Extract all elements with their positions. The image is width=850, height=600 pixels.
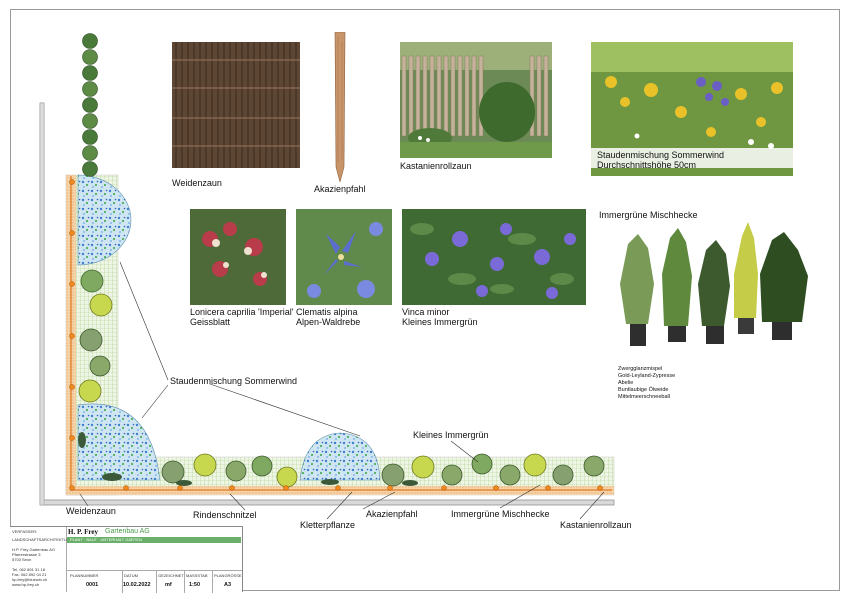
verfasser-value: LANDSCHAFTSARCHITEKTUR [12,537,70,542]
hedge-shrubs-vertical [78,269,113,403]
label-kastanienrollzaun: Kastanienrollzaun [560,520,632,530]
photo-vinca [402,209,586,305]
address-line: Tel. 062 891 31 18 [12,567,45,572]
address-line: Fax. 062 892 04 21 [12,572,47,577]
label-staudenmischung: Staudenmischung Sommerwind [170,376,298,386]
caption-hecke-title: Immergrüne Mischhecke [599,210,698,220]
caption-kastanienrollzaun: Kastanienrollzaun [400,161,472,171]
caption-clematis-line2: Alpen-Waldrebe [296,317,361,327]
address-line: www.hp-frey.ch [12,582,40,587]
caption-staudenmischung-line2: Durchschnittshöhe 50cm [597,160,697,170]
field-label-plannummer: PLANNUMMER [70,573,99,578]
label-weidenzaun: Weidenzaun [66,506,116,516]
title-block-fields: PLANNUMMER 0001 DATUM 10.02.2022 GEZEICH… [66,570,242,593]
company-bar [67,537,241,543]
photo-akazienpfahl [333,32,347,182]
field-label-datum: DATUM [124,573,138,578]
label-rindenschnitzel: Rindenschnitzel [193,510,257,520]
hecke-list-item: Zwergglanzmispel [618,366,663,372]
title-block-author-column [10,527,67,592]
hecke-list-item: Buntlaubige Ölweide [618,387,669,393]
address-line: H.P. Frey Gartenbau AG [12,547,56,552]
label-akazienpfahl: Akazienpfahl [366,509,418,519]
caption-lonicera-line1: Lonicera caprilia 'Imperial' [190,307,294,317]
perennial-bed-top [77,174,132,266]
address-line: Pfarrerstrasse 3 [12,552,41,557]
hecke-list-item: Abelie [618,380,634,386]
company-name: H. P. Frey [68,528,98,536]
caption-weidenzaun: Weidenzaun [172,178,222,188]
address-line: hp.frey@bluewin.ch [12,577,48,582]
hedge-shrubs-horizontal [161,453,605,488]
field-value-plangroesse: A3 [224,582,232,588]
caption-vinca-line2: Kleines Immergrün [402,317,478,327]
field-label-plangroesse: PLANGRÖSSE [214,573,242,578]
photo-lonicera [190,209,286,305]
label-kletterpflanze: Kletterpflanze [300,520,356,530]
field-label-massstab: MASSSTAB [186,573,208,578]
photo-kastanienrollzaun [400,42,552,158]
photo-clematis [296,209,392,305]
hecke-list-item: Mittelmeerschneeball [618,394,670,400]
climbing-plants [78,432,418,486]
title-block: VERFASSER: LANDSCHAFTSARCHITEKTUR H.P. F… [10,526,243,593]
label-immergruene-mischhecke: Immergrüne Mischhecke [451,509,550,519]
caption-akazienpfahl: Akazienpfahl [314,184,366,194]
address-line: 5703 Seon [12,557,32,562]
leader-lines [79,261,605,520]
verfasser-label: VERFASSER: [12,529,38,534]
caption-lonicera-line2: Geissblatt [190,317,231,327]
field-label-gezeichnet: GEZEICHNET [158,573,184,578]
photo-staudenmischung [591,42,793,176]
field-value-datum: 10.02.2022 [123,582,151,588]
company-subline: PLANT · BAUT · UNTERHÄLT GÄRTEN [70,537,142,542]
caption-staudenmischung-line1: Staudenmischung Sommerwind [597,150,725,160]
company-suffix: Gartenbau AG [105,528,150,535]
field-value-massstab: 1:50 [189,582,201,588]
field-value-plannummer: 0001 [86,582,99,588]
field-value-gezeichnet: mf [165,582,172,588]
perennial-bed-corner [77,403,161,481]
photo-hecke-plants [612,214,812,350]
photo-weidenzaun [172,42,300,168]
caption-vinca-line1: Vinca minor [402,307,450,317]
perennial-bed-middle [299,432,381,481]
acacia-posts [69,179,603,491]
columnar-shrubs [82,33,98,177]
label-kleines-immergruen: Kleines Immergrün [413,430,489,440]
hecke-list-item: Gold-Leyland-Zypresse [618,373,676,379]
caption-clematis-line1: Clematis alpina [296,307,358,317]
drawing-sheet [10,9,840,591]
